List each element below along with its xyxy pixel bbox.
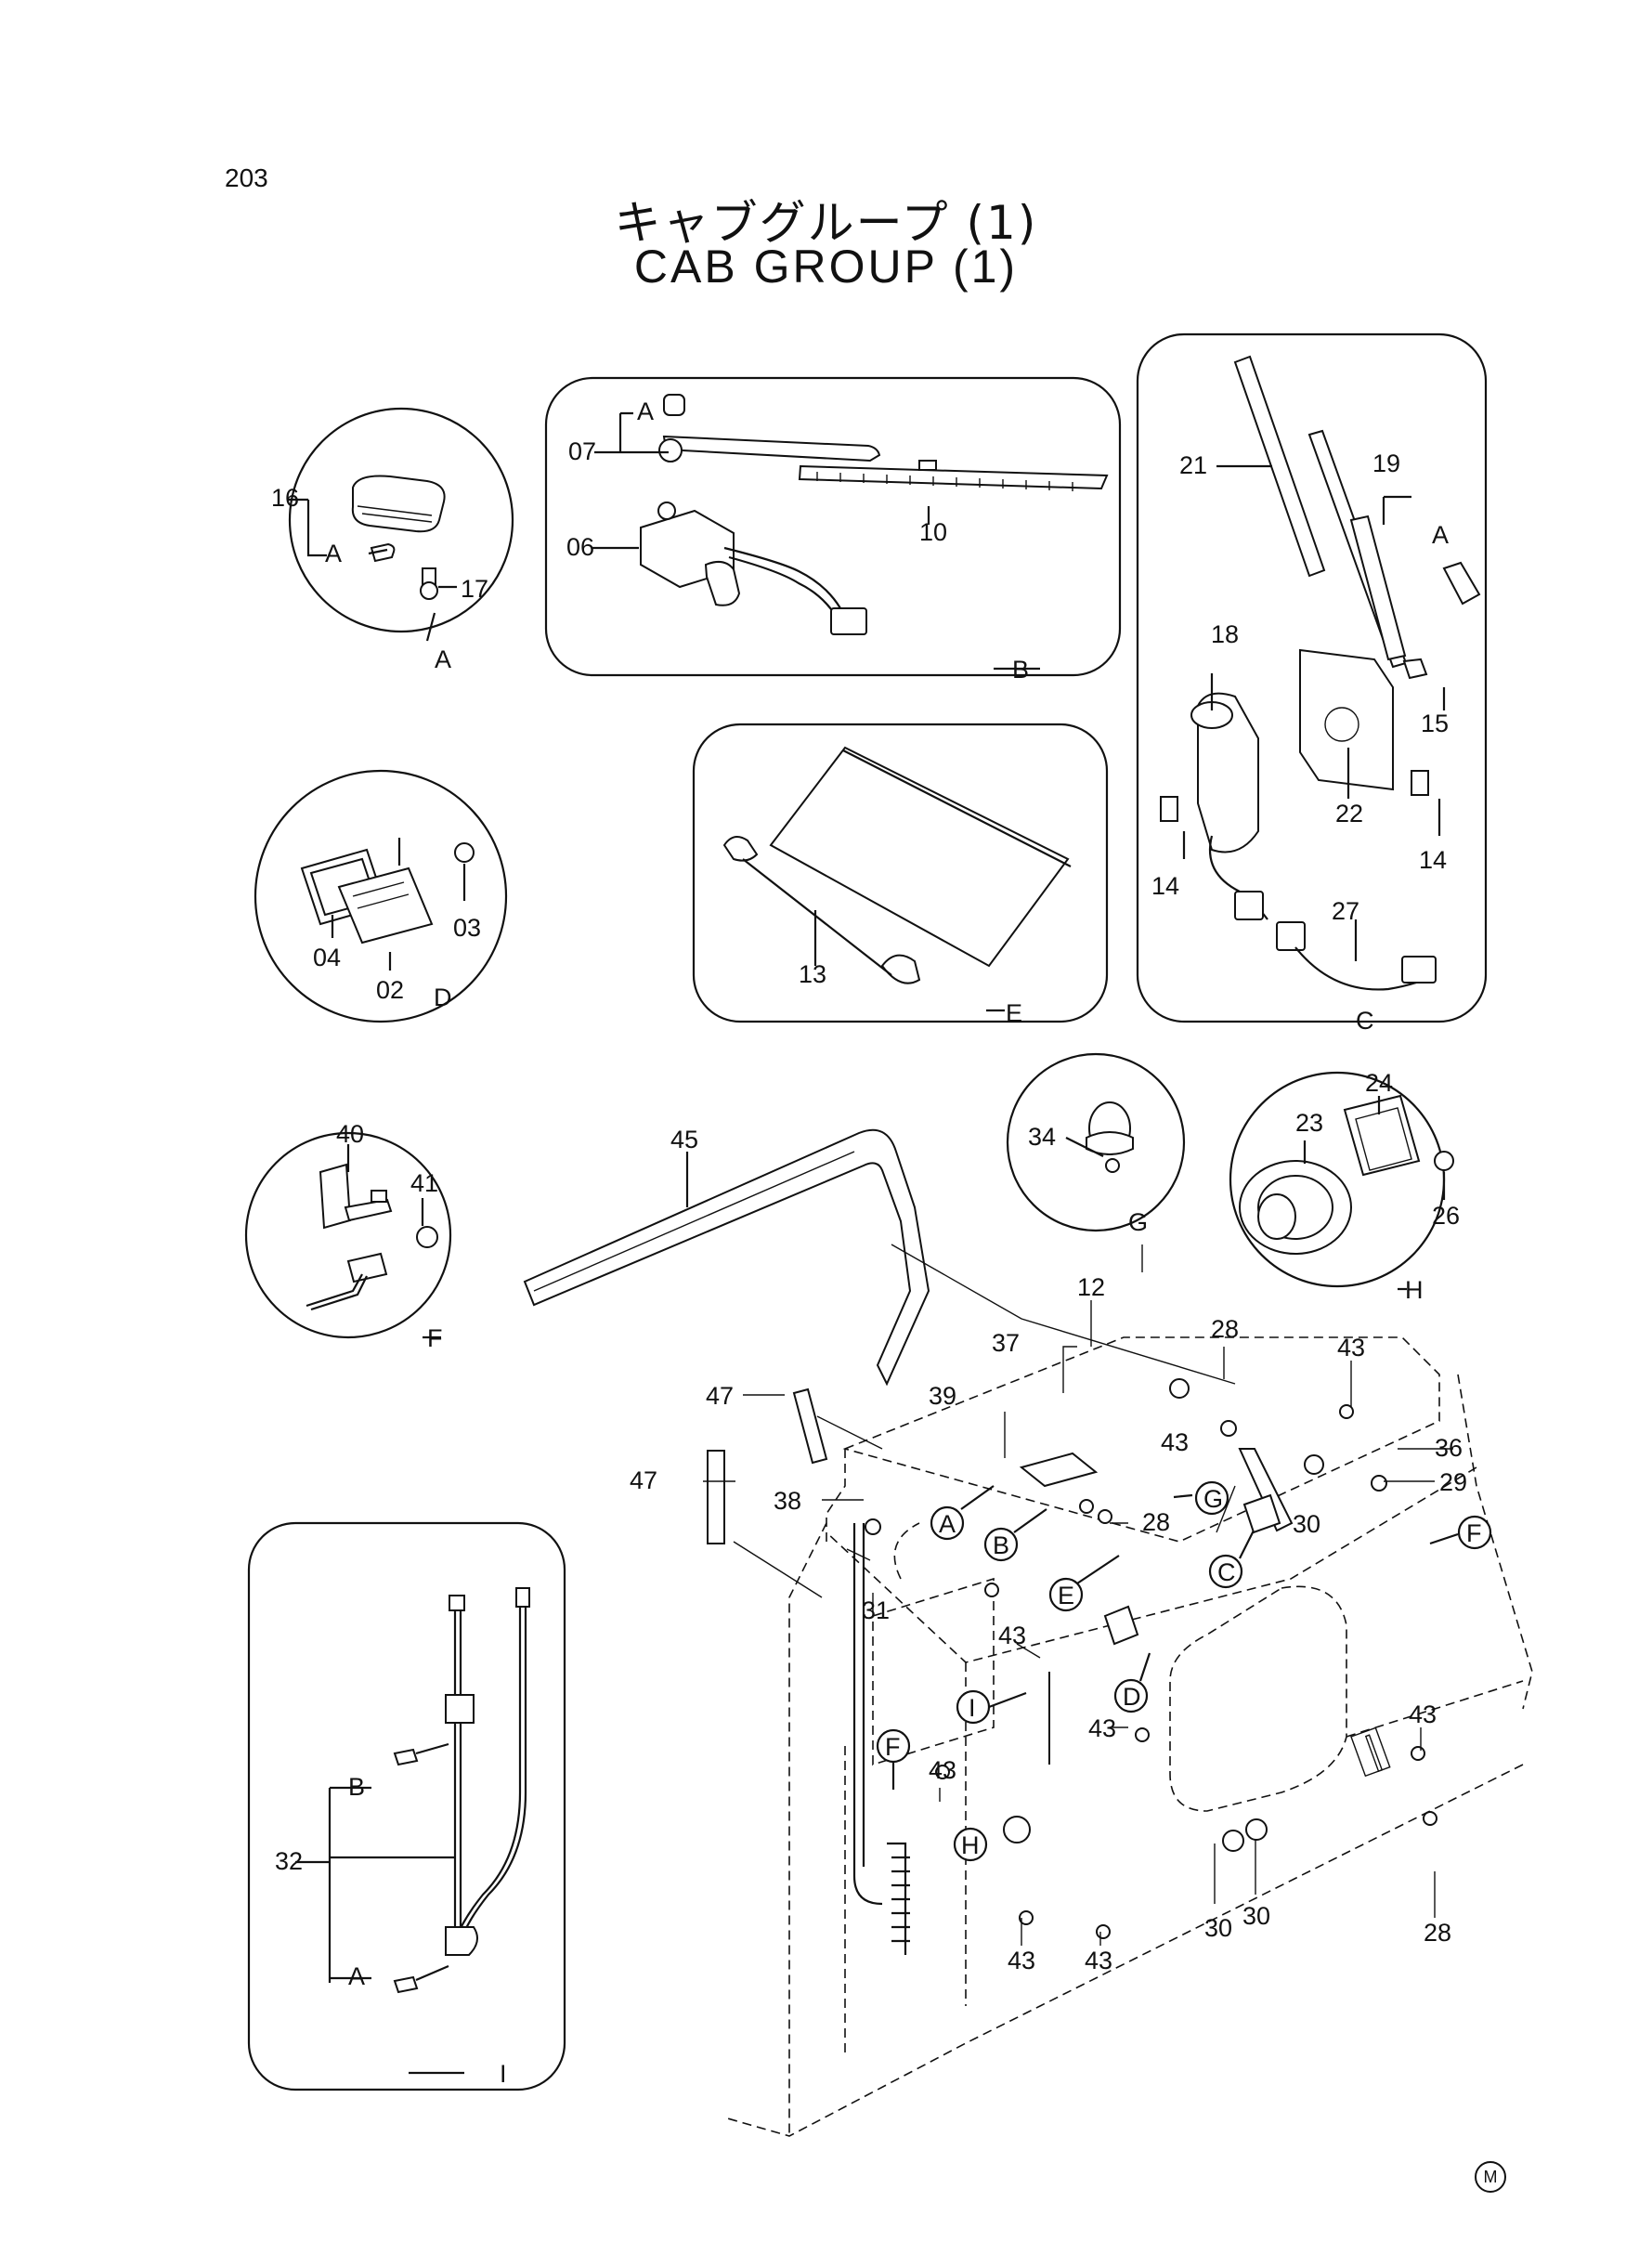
callout-a[interactable]: A: [939, 1510, 956, 1538]
callouts[interactable]: A B G C E F D I F H: [876, 1480, 1492, 1862]
part-number-43-far-right: 43: [1409, 1700, 1437, 1728]
part-number-47-bottom: 47: [630, 1466, 657, 1494]
part-number-43-bottom-right: 43: [1085, 1947, 1112, 1974]
part-number-43-left: 43: [929, 1756, 956, 1784]
callout-i[interactable]: I: [969, 1694, 976, 1722]
part-number-13: 13: [799, 960, 826, 988]
detail-a[interactable]: 16 A 17 A: [271, 407, 514, 673]
part-number-21: 21: [1179, 451, 1207, 479]
page-title-japanese: キャブグループ (1): [614, 196, 1038, 250]
part-number-06: 06: [566, 533, 594, 561]
part-number-23: 23: [1295, 1109, 1323, 1137]
cab-body[interactable]: [723, 1244, 1533, 2137]
detail-c[interactable]: 21 19 A 18 15 22 14 14 27 C: [1136, 332, 1488, 1035]
part-number-40: 40: [336, 1120, 364, 1148]
part-number-45: 45: [670, 1126, 698, 1153]
detail-e[interactable]: 13 E: [692, 723, 1109, 1027]
part-number-07: 07: [568, 437, 596, 465]
detail-d-label: D: [434, 984, 452, 1011]
part-number-39: 39: [929, 1382, 956, 1410]
part-number-14-left: 14: [1151, 872, 1179, 900]
main-part-numbers: 12 37 28 43 36 29 39 43 47 47 38 28 30 3…: [630, 1273, 1467, 1974]
callout-e[interactable]: E: [1058, 1582, 1074, 1609]
part-number-16: 16: [271, 484, 299, 512]
part-number-19: 19: [1372, 449, 1400, 477]
part-number-27: 27: [1332, 897, 1359, 925]
detail-b[interactable]: 07 A 10 06 B: [544, 376, 1122, 684]
part-number-43-right: 43: [1088, 1714, 1116, 1742]
part-number-10: 10: [919, 518, 947, 546]
part-number-30-top: 30: [1293, 1510, 1320, 1538]
callout-h[interactable]: H: [961, 1831, 980, 1859]
part-number-28-mid: 28: [1142, 1508, 1170, 1536]
detail-f[interactable]: 40 41 F: [244, 1120, 452, 1352]
part-number-36: 36: [1435, 1434, 1463, 1462]
detail-i-subref-a: A: [348, 1962, 365, 1990]
part-number-02: 02: [376, 976, 404, 1004]
part-number-31: 31: [862, 1596, 890, 1624]
detail-a-subref: A: [325, 540, 342, 567]
callout-d[interactable]: D: [1123, 1683, 1141, 1711]
part-number-26: 26: [1432, 1202, 1460, 1230]
callout-c[interactable]: C: [1217, 1558, 1236, 1586]
detail-c-label: C: [1356, 1007, 1374, 1035]
detail-c-subref: A: [1432, 521, 1449, 549]
detail-g-label: G: [1128, 1208, 1148, 1236]
part-number-29: 29: [1439, 1468, 1467, 1496]
part-number-41: 41: [410, 1169, 438, 1197]
part-number-28-bottom: 28: [1424, 1919, 1451, 1947]
callout-f-top[interactable]: F: [1466, 1519, 1482, 1547]
callout-g[interactable]: G: [1203, 1485, 1223, 1513]
part-number-32: 32: [275, 1847, 303, 1875]
corner-mark: M: [1475, 2161, 1506, 2193]
detail-h-label: H: [1405, 1276, 1424, 1304]
detail-b-label: B: [1012, 656, 1029, 684]
detail-b-subref: A: [637, 397, 654, 425]
part-number-34: 34: [1028, 1123, 1056, 1151]
part-number-14-right: 14: [1419, 846, 1447, 874]
cab-small-parts[interactable]: [707, 1378, 1437, 1939]
part-number-18: 18: [1211, 620, 1239, 648]
part-number-04: 04: [313, 944, 341, 971]
detail-i-label: I: [500, 2060, 507, 2088]
page-title: CAB GROUP (1): [633, 241, 1019, 293]
part-number-43-bottom-left: 43: [1008, 1947, 1035, 1974]
part-number-12: 12: [1077, 1273, 1105, 1301]
detail-e-label: E: [1006, 999, 1022, 1027]
seal-strip-45[interactable]: 45: [523, 1126, 930, 1387]
part-number-22: 22: [1335, 800, 1363, 827]
page-number: 203: [225, 163, 268, 192]
part-number-47-top: 47: [706, 1382, 734, 1410]
detail-f-label: F: [427, 1324, 443, 1352]
part-number-30-bottom-right: 30: [1242, 1902, 1270, 1930]
part-number-43-center: 43: [998, 1622, 1026, 1649]
detail-h[interactable]: 24 23 26 H: [1229, 1069, 1460, 1304]
part-number-03: 03: [453, 914, 481, 942]
callout-b[interactable]: B: [993, 1531, 1009, 1559]
part-number-43-top: 43: [1337, 1334, 1365, 1362]
detail-i[interactable]: B 32 A I: [247, 1521, 566, 2091]
part-number-15: 15: [1421, 710, 1449, 737]
part-number-43-mid: 43: [1161, 1428, 1189, 1456]
part-number-24: 24: [1365, 1069, 1393, 1097]
detail-a-label: A: [435, 645, 451, 673]
detail-d[interactable]: 03 04 02 D: [254, 769, 508, 1023]
detail-g[interactable]: 34 G: [1006, 1052, 1186, 1236]
part-number-37: 37: [992, 1329, 1020, 1357]
part-number-30-bottom-left: 30: [1204, 1914, 1232, 1942]
part-number-38: 38: [774, 1487, 801, 1515]
part-number-28-top: 28: [1211, 1315, 1239, 1343]
callout-f-left[interactable]: F: [885, 1733, 901, 1761]
part-number-17: 17: [461, 575, 488, 603]
detail-i-subref-b: B: [348, 1773, 365, 1801]
